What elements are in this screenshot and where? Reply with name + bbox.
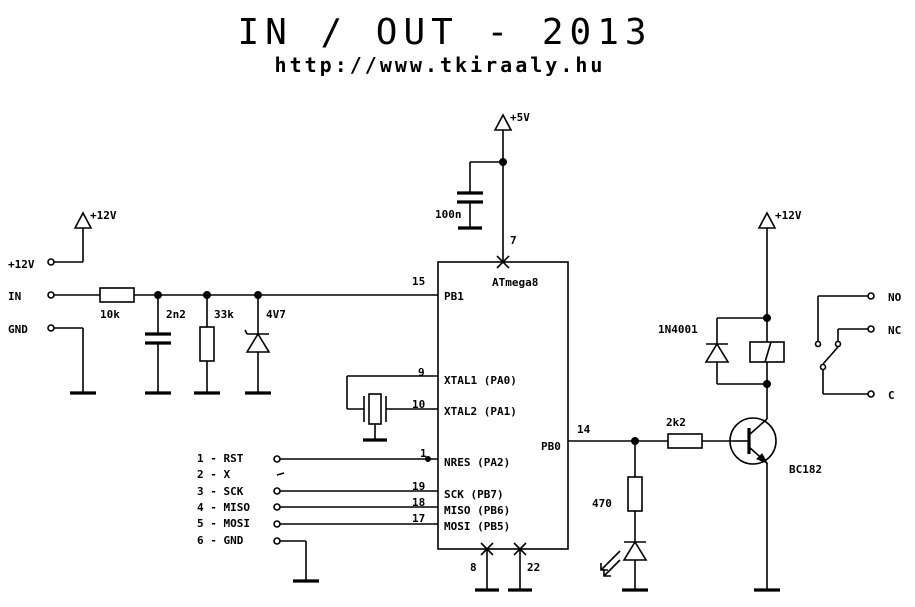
pin-number-8: 8 xyxy=(470,561,477,574)
plus12v-label-right: +12V xyxy=(775,209,802,222)
pin-number-22: 22 xyxy=(527,561,540,574)
input-gnd xyxy=(47,324,96,395)
plus12v-symbol-right xyxy=(757,211,777,318)
pin-label-mosi: MOSI (PB5) xyxy=(444,520,510,533)
crystal xyxy=(346,375,438,442)
isp-label-rst: 1 - RST xyxy=(197,452,244,465)
input-gnd-label: GND xyxy=(8,323,28,336)
input-plus12v-label: +12V xyxy=(8,258,35,271)
pin-number-9: 9 xyxy=(418,366,425,379)
zener-label: 4V7 xyxy=(266,308,286,321)
isp-label-gnd: 6 - GND xyxy=(197,534,244,547)
pin-label-pb1: PB1 xyxy=(444,290,464,303)
pin-number-18: 18 xyxy=(412,496,425,509)
pin-label-nres: NRES (PA2) xyxy=(444,456,510,469)
capacitor-2n2 xyxy=(145,295,171,395)
atmega8-chip xyxy=(437,261,569,550)
plus5v-symbol xyxy=(493,113,513,262)
isp-label-mosi: 5 - MOSI xyxy=(197,517,250,530)
isp-label-x: 2 - X xyxy=(197,468,230,481)
chip-name: ATmega8 xyxy=(492,276,538,289)
transistor-label: BC182 xyxy=(789,463,822,476)
decoupling-capacitor xyxy=(457,161,503,230)
transistor-bc182 xyxy=(729,385,780,592)
r-base-label: 2k2 xyxy=(666,416,686,429)
pin-vcc-number: 7 xyxy=(510,234,517,247)
website-url: http://www.tkiraaly.hu xyxy=(275,53,606,77)
flyback-diode xyxy=(704,317,767,385)
pin-number-17: 17 xyxy=(412,512,425,525)
pin-label-miso: MISO (PB6) xyxy=(444,504,510,517)
resistor-10k xyxy=(99,287,135,303)
led-branch xyxy=(600,441,648,592)
c-decoupling-label: 100n xyxy=(435,208,462,221)
c-in-label: 2n2 xyxy=(166,308,186,321)
isp-label-sck: 3 - SCK xyxy=(197,485,244,498)
pin-label-xtal2: XTAL2 (PA1) xyxy=(444,405,517,418)
pin-number-10: 10 xyxy=(412,398,425,411)
relay-contacts xyxy=(814,292,875,398)
input-in-label: IN xyxy=(8,290,21,303)
pin-number-15: 15 xyxy=(412,275,425,288)
r-pull-label: 33k xyxy=(214,308,234,321)
plus5v-label: +5V xyxy=(510,111,530,124)
r-in-label: 10k xyxy=(100,308,120,321)
pin-number-14: 14 xyxy=(577,423,591,436)
pin-label-sck: SCK (PB7) xyxy=(444,488,504,501)
isp-wires xyxy=(273,455,438,583)
diode-label: 1N4001 xyxy=(658,323,698,336)
input-in-terminal xyxy=(47,291,55,299)
ic-ground-pins xyxy=(475,542,532,592)
pin-label-pb0: PB0 xyxy=(541,440,561,453)
r-led-label: 470 xyxy=(592,497,612,510)
zener-diode xyxy=(244,295,271,395)
relay-coil xyxy=(749,318,785,384)
pin-number-1: 1 xyxy=(420,447,427,460)
schematic-title: IN / OUT - 2013 xyxy=(237,12,652,53)
resistor-2k2 xyxy=(667,433,703,449)
relay-nc-label: NC xyxy=(888,324,901,337)
pin-number-19: 19 xyxy=(412,480,425,493)
plus12v-label-left: +12V xyxy=(90,209,117,222)
isp-label-miso: 4 - MISO xyxy=(197,501,250,514)
resistor-33k xyxy=(194,295,220,395)
plus12v-symbol-left xyxy=(47,211,93,266)
relay-c-label: C xyxy=(888,389,895,402)
pin-label-xtal1: XTAL1 (PA0) xyxy=(444,374,517,387)
relay-no-label: NO xyxy=(888,291,902,304)
